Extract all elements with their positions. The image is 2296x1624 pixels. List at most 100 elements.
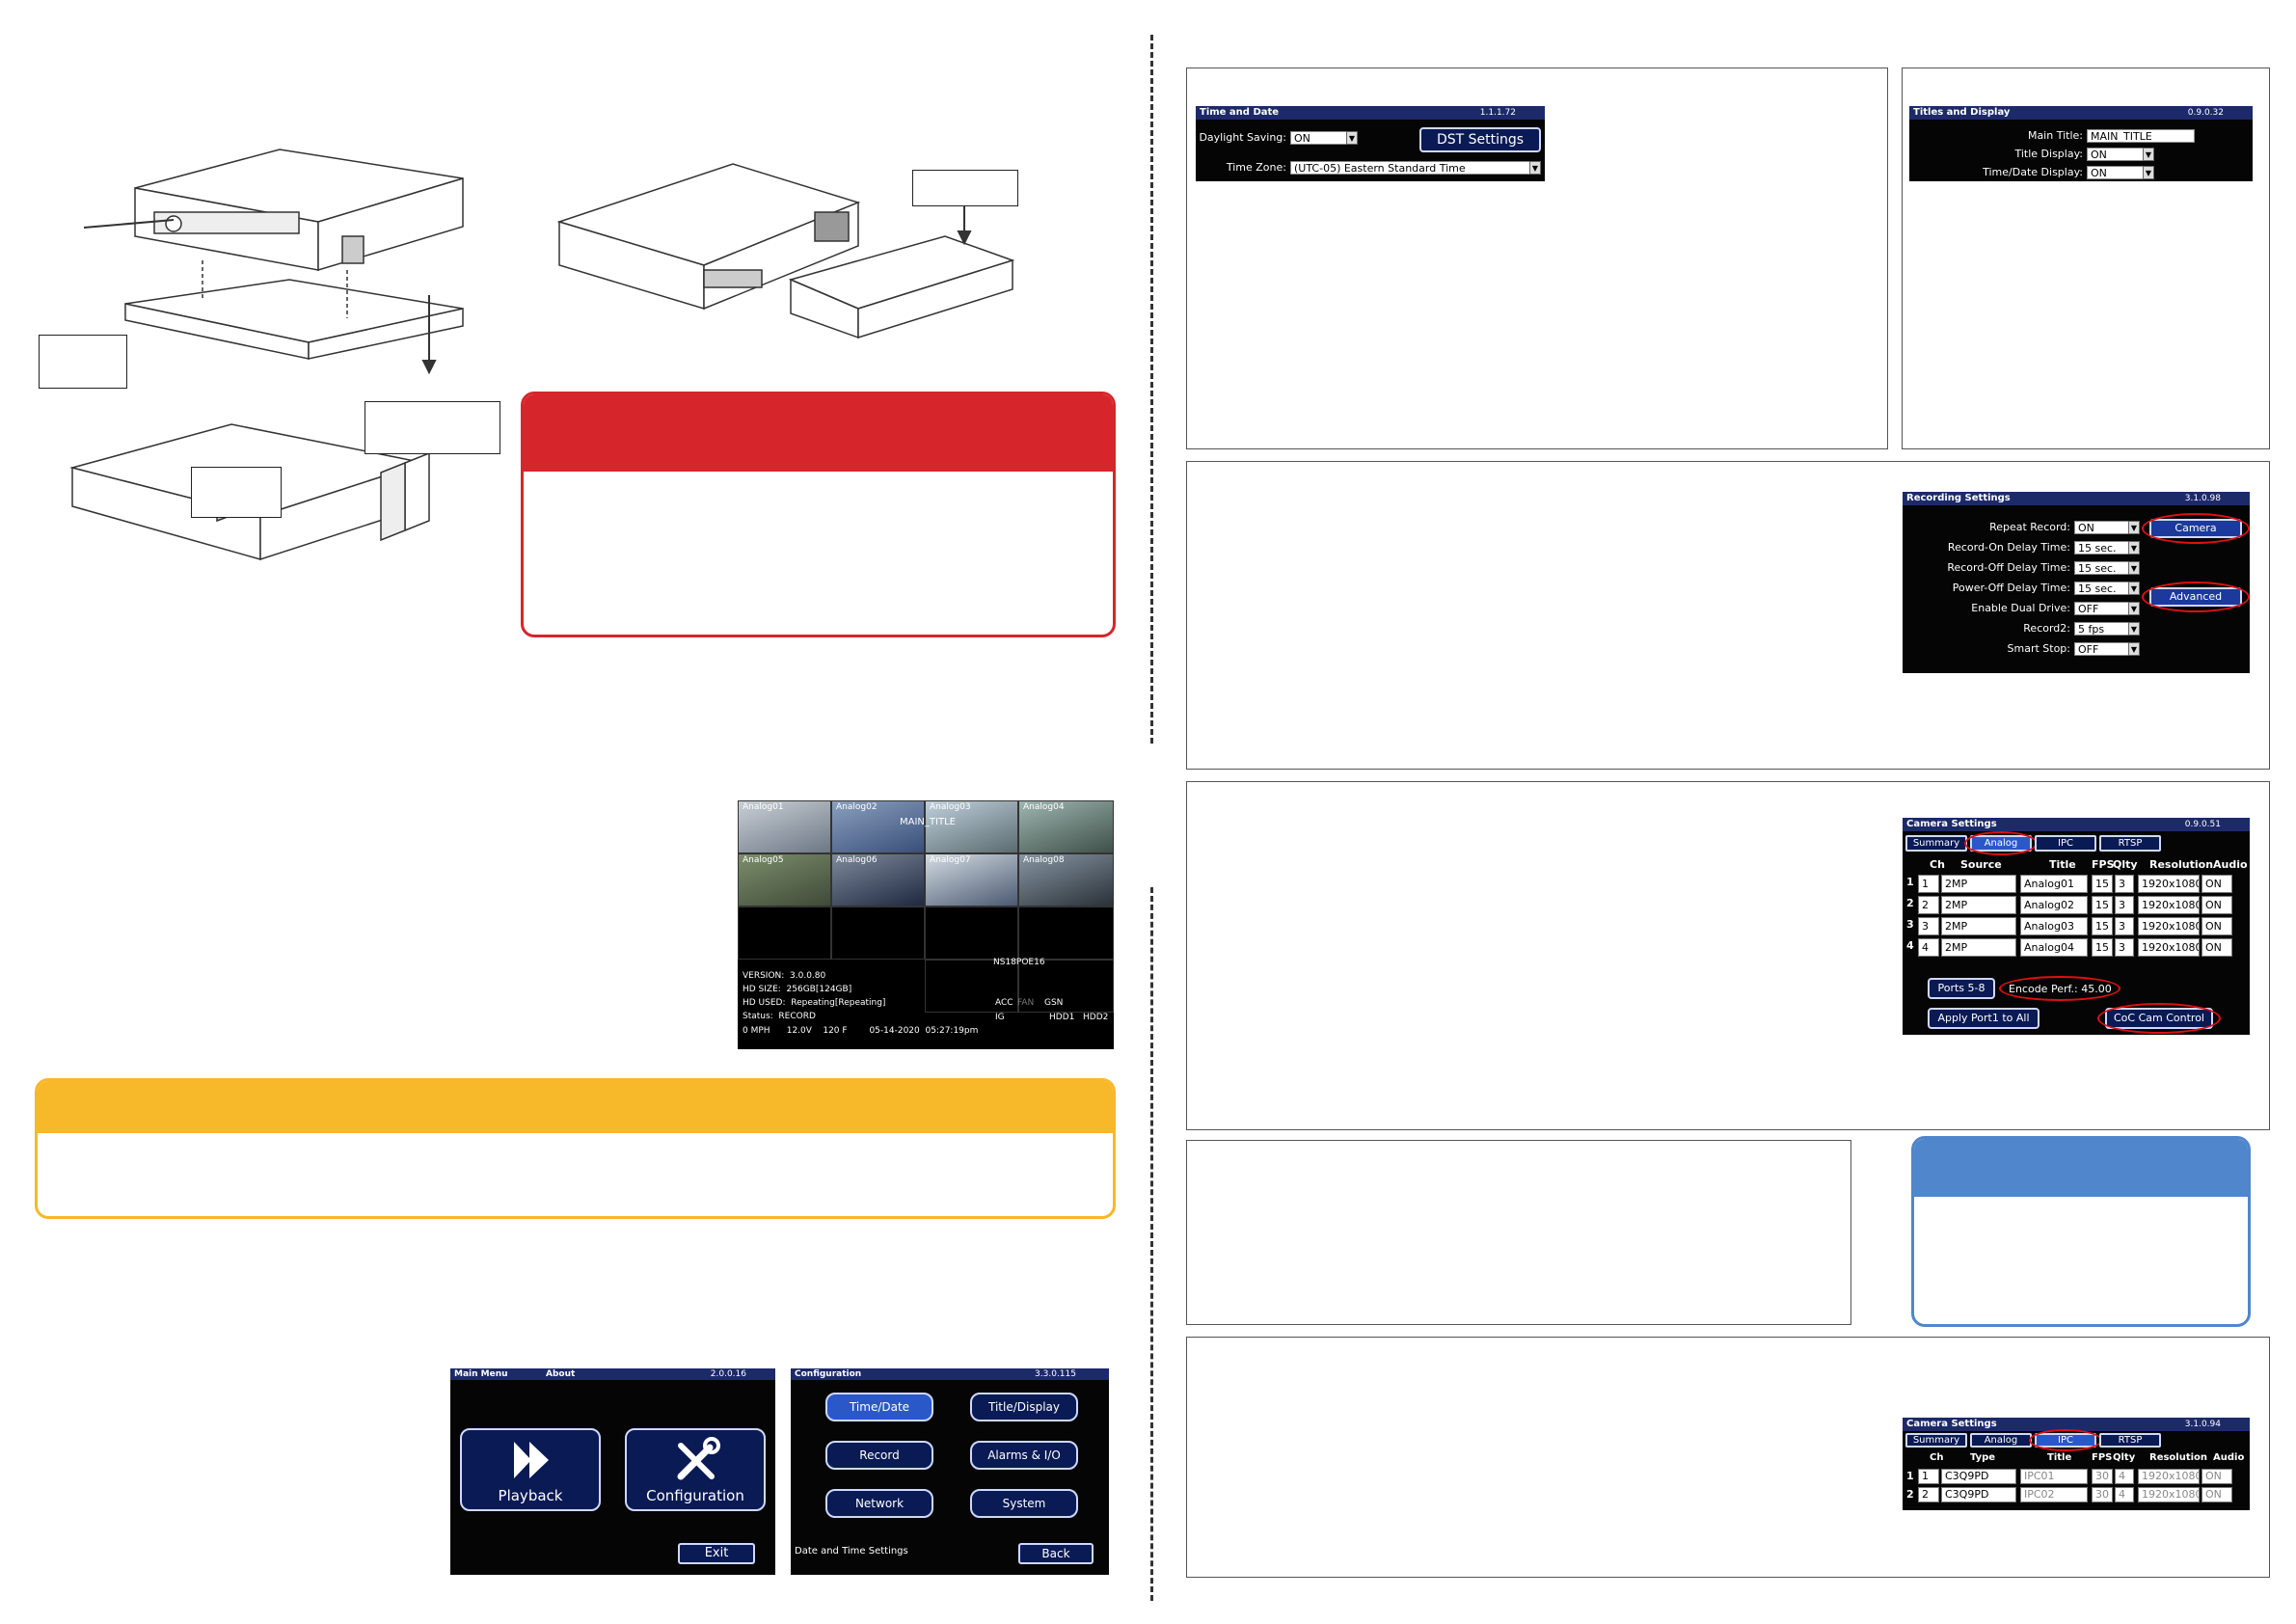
screen-header: Recording Settings 3.1.0.98 [1903, 492, 2250, 505]
info-speed-time: 0 MPH 12.0V 120 F 05-14-2020 05:27:19pm [743, 1026, 979, 1036]
back-button[interactable]: Back [1018, 1543, 1094, 1564]
status-text: Date and Time Settings [795, 1546, 908, 1556]
chevron-down-icon[interactable]: ▼ [2143, 148, 2154, 161]
cell-qlty[interactable]: 4 [2115, 1487, 2134, 1502]
cell-res[interactable]: 1920x1080 [2138, 938, 2200, 957]
exit-button[interactable]: Exit [678, 1543, 755, 1564]
tab-analog[interactable]: Analog [1970, 1433, 2032, 1448]
dual-drive-select[interactable]: OFF [2074, 602, 2130, 615]
cell-audio[interactable]: ON [2201, 896, 2232, 914]
camera-tile: Analog05 [738, 853, 831, 907]
cell-fps[interactable]: 15 [2092, 875, 2113, 893]
cell-ch[interactable]: 4 [1918, 938, 1939, 957]
chevron-down-icon[interactable]: ▼ [2128, 541, 2140, 555]
chevron-down-icon[interactable]: ▼ [2128, 622, 2140, 636]
title-display-button[interactable]: Title/Display [970, 1393, 1078, 1421]
cell-qlty[interactable]: 3 [2115, 917, 2134, 935]
version-label: 3.1.0.94 [2184, 1420, 2221, 1429]
row-number: 2 [1906, 1488, 1914, 1501]
tab-ipc[interactable]: IPC [2035, 835, 2096, 852]
cell-type[interactable]: C3Q9PD [1941, 1469, 2016, 1484]
power-off-delay-select[interactable]: 15 sec. [2074, 582, 2130, 595]
tab-rtsp[interactable]: RTSP [2099, 835, 2161, 852]
time-date-button[interactable]: Time/Date [825, 1393, 933, 1421]
tab-summary[interactable]: Summary [1905, 835, 1967, 852]
cell-ch[interactable]: 2 [1918, 896, 1939, 914]
cell-qlty[interactable]: 3 [2115, 938, 2134, 957]
chevron-down-icon[interactable]: ▼ [2143, 166, 2154, 179]
record-on-delay-select[interactable]: 15 sec. [2074, 541, 2130, 555]
configuration-button[interactable]: Configuration [625, 1428, 766, 1511]
cell-res[interactable]: 1920x1080 [2138, 1469, 2200, 1484]
cell-res[interactable]: 1920x1080 [2138, 875, 2200, 893]
record2-select[interactable]: 5 fps [2074, 622, 2130, 636]
cell-res[interactable]: 1920x1080 [2138, 917, 2200, 935]
tab-main-menu[interactable]: Main Menu [454, 1369, 508, 1379]
cell-res[interactable]: 1920x1080 [2138, 1487, 2200, 1502]
empty-tile [1018, 907, 1114, 960]
cell-title[interactable]: IPC01 [2020, 1469, 2088, 1484]
cell-title[interactable]: Analog03 [2020, 917, 2088, 935]
alarms-io-button[interactable]: Alarms & I/O [970, 1441, 1078, 1470]
chevron-down-icon[interactable]: ▼ [2128, 602, 2140, 615]
cell-source[interactable]: 2MP [1941, 938, 2016, 957]
cell-fps[interactable]: 15 [2092, 896, 2113, 914]
timedate-display-select[interactable]: ON [2087, 166, 2145, 179]
tab-rtsp[interactable]: RTSP [2099, 1433, 2161, 1448]
cell-audio[interactable]: ON [2201, 1487, 2232, 1502]
cell-source[interactable]: 2MP [1941, 875, 2016, 893]
cell-fps[interactable]: 30 [2092, 1487, 2113, 1502]
network-button[interactable]: Network [825, 1489, 933, 1518]
cell-title[interactable]: Analog04 [2020, 938, 2088, 957]
cell-ch[interactable]: 1 [1918, 1469, 1939, 1484]
cell-ch[interactable]: 2 [1918, 1487, 1939, 1502]
repeat-record-select[interactable]: ON [2074, 521, 2130, 534]
column-divider-lower [1150, 887, 1153, 1601]
playback-button[interactable]: Playback [460, 1428, 601, 1511]
ports-5-8-button[interactable]: Ports 5-8 [1928, 978, 1995, 999]
time-zone-select[interactable]: (UTC-05) Eastern Standard Time [1290, 161, 1531, 175]
cell-fps[interactable]: 30 [2092, 1469, 2113, 1484]
cell-qlty[interactable]: 3 [2115, 875, 2134, 893]
cell-audio[interactable]: ON [2201, 1469, 2232, 1484]
cell-source[interactable]: 2MP [1941, 896, 2016, 914]
cell-fps[interactable]: 15 [2092, 917, 2113, 935]
smart-stop-select[interactable]: OFF [2074, 642, 2130, 656]
chevron-down-icon[interactable]: ▼ [2128, 521, 2140, 534]
chevron-down-icon[interactable]: ▼ [2128, 642, 2140, 656]
apply-port1-button[interactable]: Apply Port1 to All [1928, 1008, 2039, 1029]
cell-title[interactable]: Analog02 [2020, 896, 2088, 914]
record-button[interactable]: Record [825, 1441, 933, 1470]
tab-about[interactable]: About [546, 1369, 576, 1379]
col-header-source: Source [1960, 858, 2002, 871]
dst-settings-button[interactable]: DST Settings [1419, 127, 1541, 152]
chevron-down-icon[interactable]: ▼ [1529, 161, 1541, 175]
cell-type[interactable]: C3Q9PD [1941, 1487, 2016, 1502]
cell-qlty[interactable]: 3 [2115, 896, 2134, 914]
cell-fps[interactable]: 15 [2092, 938, 2113, 957]
cell-audio[interactable]: ON [2201, 938, 2232, 957]
power-off-delay-label: Power-Off Delay Time: [1952, 582, 2070, 594]
row-number: 1 [1906, 1470, 1914, 1482]
chevron-down-icon[interactable]: ▼ [1346, 131, 1358, 145]
chevron-down-icon[interactable]: ▼ [2128, 582, 2140, 595]
system-button[interactable]: System [970, 1489, 1078, 1518]
cell-title[interactable]: Analog01 [2020, 875, 2088, 893]
title-display-select[interactable]: ON [2087, 148, 2145, 161]
title-display-label: Title Display: [2014, 148, 2083, 160]
cell-ch[interactable]: 3 [1918, 917, 1939, 935]
main-title-input[interactable]: MAIN_TITLE [2087, 129, 2195, 143]
daylight-saving-select[interactable]: ON [1290, 131, 1348, 145]
recording-settings-screen: Recording Settings 3.1.0.98 Repeat Recor… [1903, 492, 2250, 673]
cell-qlty[interactable]: 4 [2115, 1469, 2134, 1484]
cell-title[interactable]: IPC02 [2020, 1487, 2088, 1502]
cell-source[interactable]: 2MP [1941, 917, 2016, 935]
note-panel [1186, 1140, 1851, 1325]
cell-audio[interactable]: ON [2201, 875, 2232, 893]
cell-ch[interactable]: 1 [1918, 875, 1939, 893]
chevron-down-icon[interactable]: ▼ [2128, 561, 2140, 575]
cell-res[interactable]: 1920x1080 [2138, 896, 2200, 914]
tab-summary[interactable]: Summary [1905, 1433, 1967, 1448]
cell-audio[interactable]: ON [2201, 917, 2232, 935]
record-off-delay-select[interactable]: 15 sec. [2074, 561, 2130, 575]
